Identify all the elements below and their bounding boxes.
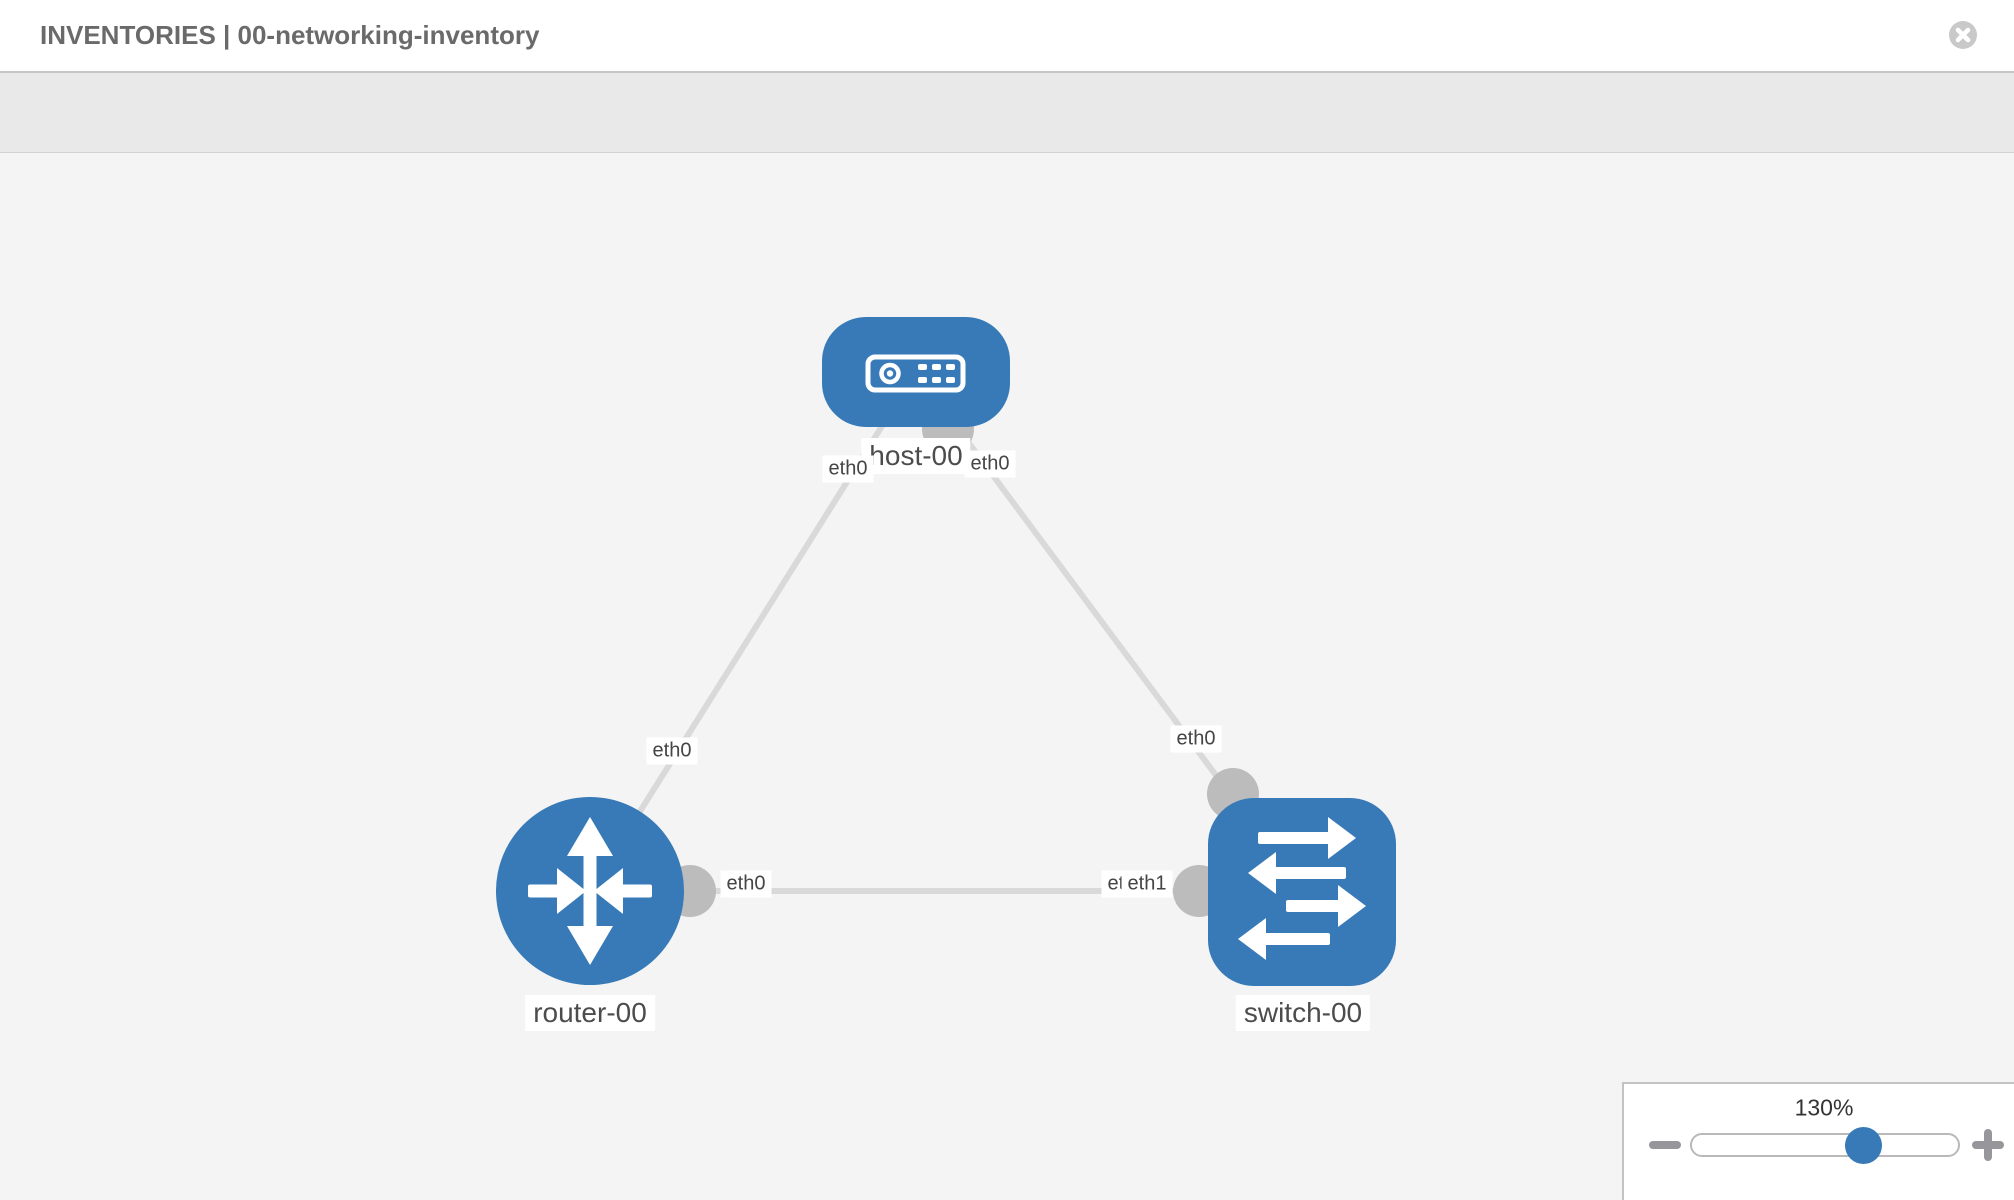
interface-connectors xyxy=(664,403,1259,917)
close-icon xyxy=(1949,21,1977,49)
page-title: INVENTORIES | 00-networking-inventory xyxy=(40,20,540,50)
zoom-control-panel: 130% xyxy=(1622,1082,2014,1200)
node-label-host: host-00 xyxy=(861,438,971,474)
port-label-router-to-switch: eth0 xyxy=(720,870,772,898)
zoom-slider-track[interactable] xyxy=(1690,1133,1960,1157)
router-icon xyxy=(528,817,652,965)
port-label-router-to-host: eth0 xyxy=(646,737,698,765)
zoom-out-button[interactable] xyxy=(1649,1141,1681,1149)
port-label-host-to-switch: eth0 xyxy=(964,450,1016,478)
node-host[interactable] xyxy=(822,317,1010,427)
zoom-level-value: 130% xyxy=(1794,1094,1854,1121)
node-label-router: router-00 xyxy=(525,995,655,1031)
node-switch[interactable] xyxy=(1208,798,1396,986)
switch-icon xyxy=(1238,817,1366,960)
host-icon xyxy=(865,354,966,393)
zoom-in-button[interactable] xyxy=(1970,1127,2006,1163)
close-button[interactable] xyxy=(1948,20,1978,50)
header-bar: INVENTORIES | 00-networking-inventory xyxy=(0,0,2014,71)
toolbar: ACTIONS SEARCH xyxy=(0,71,2014,216)
port-label-host-to-router: eth0 xyxy=(822,455,874,483)
port-label-switch-to-host: eth0 xyxy=(1170,725,1222,753)
zoom-slider-thumb[interactable] xyxy=(1845,1127,1882,1164)
port-label-switch-to-router: eth1 xyxy=(1121,870,1173,898)
node-router[interactable] xyxy=(496,797,684,985)
topology-canvas[interactable]: host-00 router-00 switch-00 eth0 eth0 et… xyxy=(0,153,2014,1200)
node-label-switch: switch-00 xyxy=(1235,995,1371,1031)
